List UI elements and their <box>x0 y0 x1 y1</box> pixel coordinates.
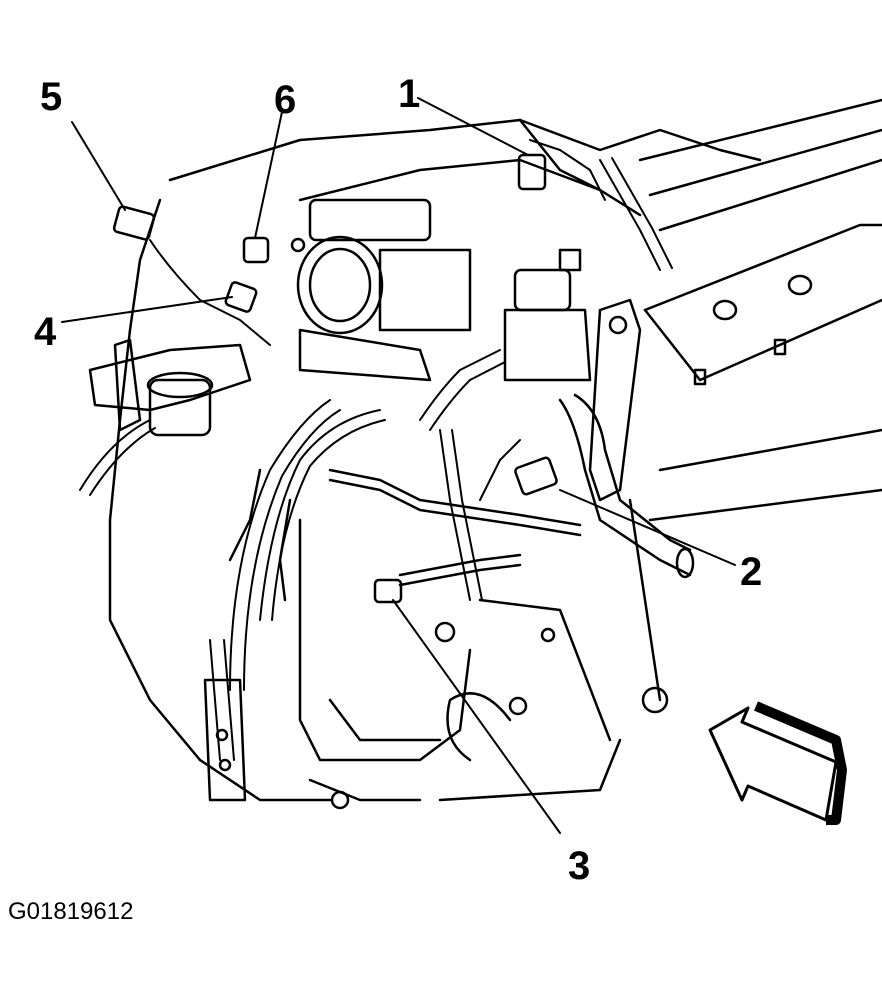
fuel-line <box>278 468 582 602</box>
throttle-body <box>290 198 472 382</box>
callout-4: 4 <box>34 310 57 354</box>
thermostat-housing <box>88 338 252 437</box>
egr-valve <box>503 248 592 382</box>
connector-parts <box>112 153 558 604</box>
mounting-bracket <box>588 298 669 714</box>
callout-6: 6 <box>274 78 297 122</box>
lower-mount <box>203 678 247 802</box>
engine-block <box>108 198 622 810</box>
intake-manifold <box>168 98 882 232</box>
callout-3: 3 <box>568 844 591 888</box>
valve-cover <box>643 223 882 522</box>
callout-2: 2 <box>740 550 763 594</box>
wiring-harness <box>79 139 673 761</box>
heater-hose <box>558 393 695 579</box>
callout-5: 5 <box>40 75 63 119</box>
figure-id-label: G01819612 <box>8 898 134 925</box>
direction-arrow <box>708 701 847 825</box>
callout-leaders <box>61 97 736 834</box>
callout-1: 1 <box>398 72 421 116</box>
